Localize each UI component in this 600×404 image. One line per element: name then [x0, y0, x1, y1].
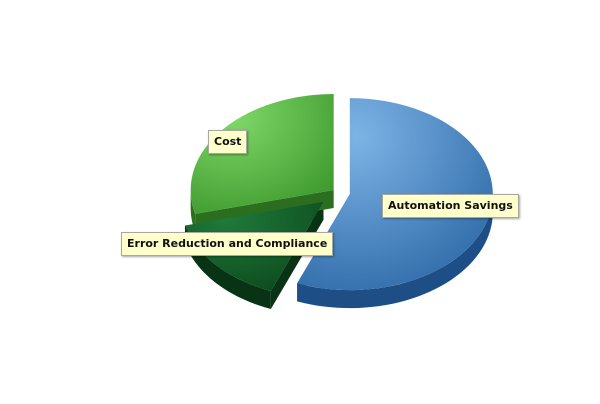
slice-cost: [190, 94, 334, 214]
slice-outer-wall-cost: [190, 190, 196, 232]
slice-label-cost: Cost: [208, 130, 248, 154]
pie-tops: [184, 94, 493, 291]
slice-outer-wall-error-reduction-and-compliance: [184, 225, 271, 309]
slice-label-error-reduction-and-compliance: Error Reduction and Compliance: [121, 232, 334, 256]
slice-outer-wall-automation-savings: [297, 194, 493, 309]
slice-label-automation-savings: Automation Savings: [382, 194, 519, 218]
